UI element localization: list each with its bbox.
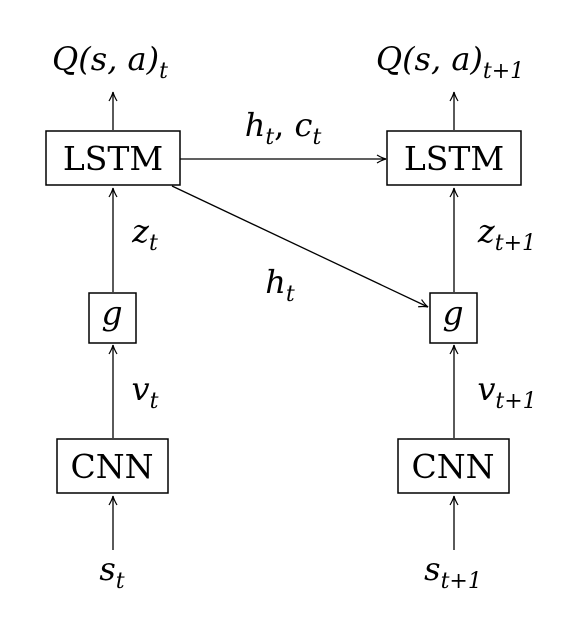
h-t-label: ht bbox=[265, 263, 295, 307]
v-t-label: vt bbox=[132, 370, 159, 414]
lstm-t1-node: LSTM bbox=[386, 130, 522, 186]
cnn-t-node: CNN bbox=[56, 438, 169, 494]
s-t1-label: st+1 bbox=[424, 550, 482, 594]
cnn-t1-node: CNN bbox=[397, 438, 510, 494]
v-t1-label: vt+1 bbox=[477, 370, 536, 414]
q-t-label: Q(s, a)t bbox=[52, 40, 168, 84]
lstm-t-node: LSTM bbox=[45, 130, 181, 186]
cnn-t1-label: CNN bbox=[412, 447, 495, 486]
g-t1-label: g bbox=[442, 293, 463, 332]
s-t-label: st bbox=[99, 550, 124, 594]
h-c-t-label: ht, ct bbox=[245, 106, 322, 150]
z-t-label: zt bbox=[131, 212, 158, 256]
g-t-label: g bbox=[101, 293, 122, 332]
lstm-t1-label: LSTM bbox=[404, 139, 504, 178]
g-t-node: g bbox=[88, 292, 137, 344]
q-t1-label: Q(s, a)t+1 bbox=[376, 40, 524, 84]
cnn-t-label: CNN bbox=[71, 447, 154, 486]
edge-lstm-t-to-g-t1 bbox=[171, 185, 429, 308]
z-t1-label: zt+1 bbox=[477, 212, 536, 256]
g-t1-node: g bbox=[429, 292, 478, 344]
lstm-t-label: LSTM bbox=[63, 139, 163, 178]
